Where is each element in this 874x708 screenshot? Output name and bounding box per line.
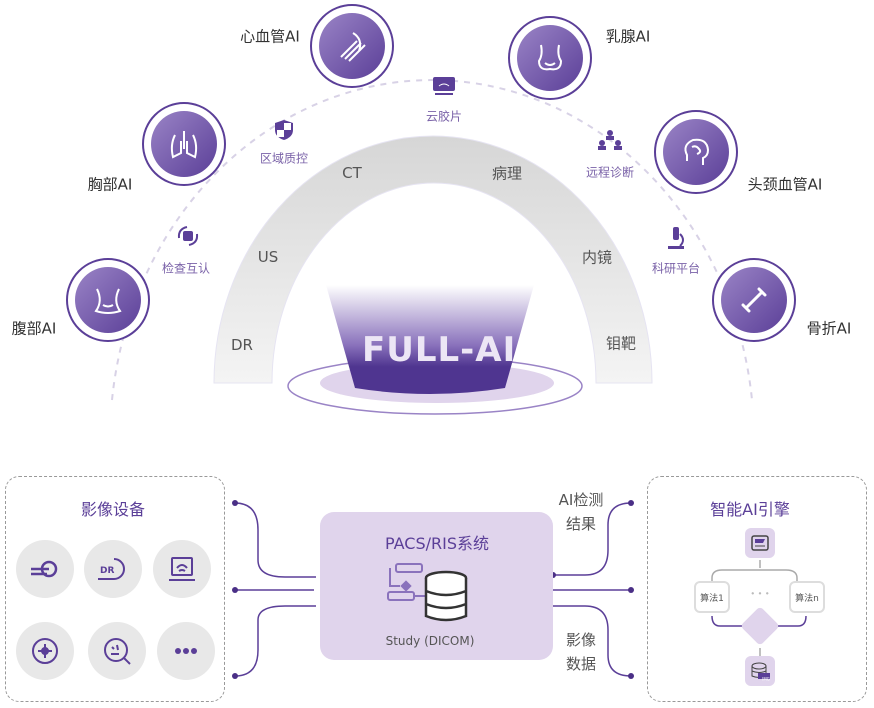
ai-node-breast[interactable]: [508, 16, 592, 100]
chest-icon: [151, 111, 217, 177]
dr-icon: DR: [98, 558, 125, 580]
algorithm-n[interactable]: 算法n: [789, 581, 825, 613]
algorithm-1[interactable]: 算法1: [694, 581, 730, 613]
ai-label-abdomen: 腹部AI: [11, 319, 57, 338]
full-ai-title: FULL-AI: [362, 330, 517, 370]
magnifier-icon: [104, 638, 131, 665]
feature-remote-diagnosis[interactable]: 远程诊断: [585, 165, 635, 180]
ai-engine-panel: [647, 476, 867, 702]
ai-label-head-neck: 头颈血管AI: [747, 175, 823, 194]
modality-us: US: [257, 248, 279, 266]
ai-result-line1: AI检测: [558, 491, 604, 509]
ai-label-chest: 胸部AI: [87, 175, 133, 194]
feature-research-platform[interactable]: 科研平台: [651, 261, 701, 276]
ai-node-chest[interactable]: [142, 102, 226, 186]
exchange-icon: [175, 224, 201, 252]
feature-cloud-film[interactable]: 云胶片: [425, 109, 463, 124]
engine-input: [745, 656, 775, 686]
feature-regional-qc[interactable]: 区域质控: [259, 151, 309, 166]
full-ai-cup: [326, 285, 534, 394]
image-data-line2: 数据: [565, 655, 596, 673]
abdomen-icon: [75, 267, 141, 333]
engine-title: 智能AI引擎: [710, 500, 790, 519]
ai-result-line2: 结果: [565, 515, 596, 533]
brain-icon: [663, 119, 729, 185]
ai-node-cardiovascular[interactable]: [310, 4, 394, 88]
more-icon: [175, 648, 197, 654]
modality-ct: CT: [342, 164, 362, 182]
image-data-label: 影像数据: [552, 628, 610, 676]
team-icon: [596, 129, 624, 155]
database-workflow-icon: [387, 563, 468, 622]
device-dr[interactable]: DR: [84, 540, 142, 598]
ai-label-fracture: 骨折AI: [806, 319, 852, 338]
svg-text:DR: DR: [100, 566, 114, 576]
ai-node-head-neck[interactable]: [654, 110, 738, 194]
ct-scanner-icon: [31, 560, 58, 578]
bone-icon: [721, 267, 787, 333]
network-icon: [32, 638, 58, 664]
ai-node-abdomen[interactable]: [66, 258, 150, 342]
microscope-icon: [665, 226, 687, 254]
device-us[interactable]: [153, 540, 211, 598]
shield-icon: [274, 119, 294, 145]
pacs-title: PACS/RIS系统: [384, 534, 490, 553]
modality-arch: [213, 135, 653, 384]
device-ct[interactable]: [16, 540, 74, 598]
image-data-line1: 影像: [565, 631, 596, 649]
device-more[interactable]: [157, 622, 215, 680]
pacs-subtitle: Study (DICOM): [385, 634, 475, 648]
modality-pathology: 病理: [491, 164, 523, 183]
modality-endoscopy: 内镜: [581, 248, 613, 267]
ultrasound-icon: [169, 557, 195, 581]
engine-output: [745, 528, 775, 558]
feature-mutual-recognition[interactable]: 检查互认: [161, 261, 211, 276]
ai-result-label: AI检测结果: [552, 488, 610, 536]
modality-mammo: 钼靶: [605, 334, 637, 353]
cloud-film-icon: [432, 76, 456, 100]
devices-panel: [5, 476, 225, 702]
devices-title: 影像设备: [80, 500, 146, 519]
ai-label-cardiovascular: 心血管AI: [240, 27, 300, 46]
engine-decision-diamond: [741, 607, 779, 645]
device-analysis[interactable]: [88, 622, 146, 680]
ai-node-fracture[interactable]: [712, 258, 796, 342]
vessel-icon: [319, 13, 385, 79]
img-tag: IMG: [762, 676, 770, 682]
modality-dr: DR: [231, 336, 253, 354]
image-db-icon: [751, 662, 770, 679]
algorithm-ellipsis: • • •: [750, 589, 770, 599]
outer-dashed-ring: [111, 79, 753, 401]
monitor-icon: [751, 535, 769, 551]
ai-label-breast: 乳腺AI: [605, 27, 651, 46]
breast-icon: [517, 25, 583, 91]
device-network[interactable]: [16, 622, 74, 680]
